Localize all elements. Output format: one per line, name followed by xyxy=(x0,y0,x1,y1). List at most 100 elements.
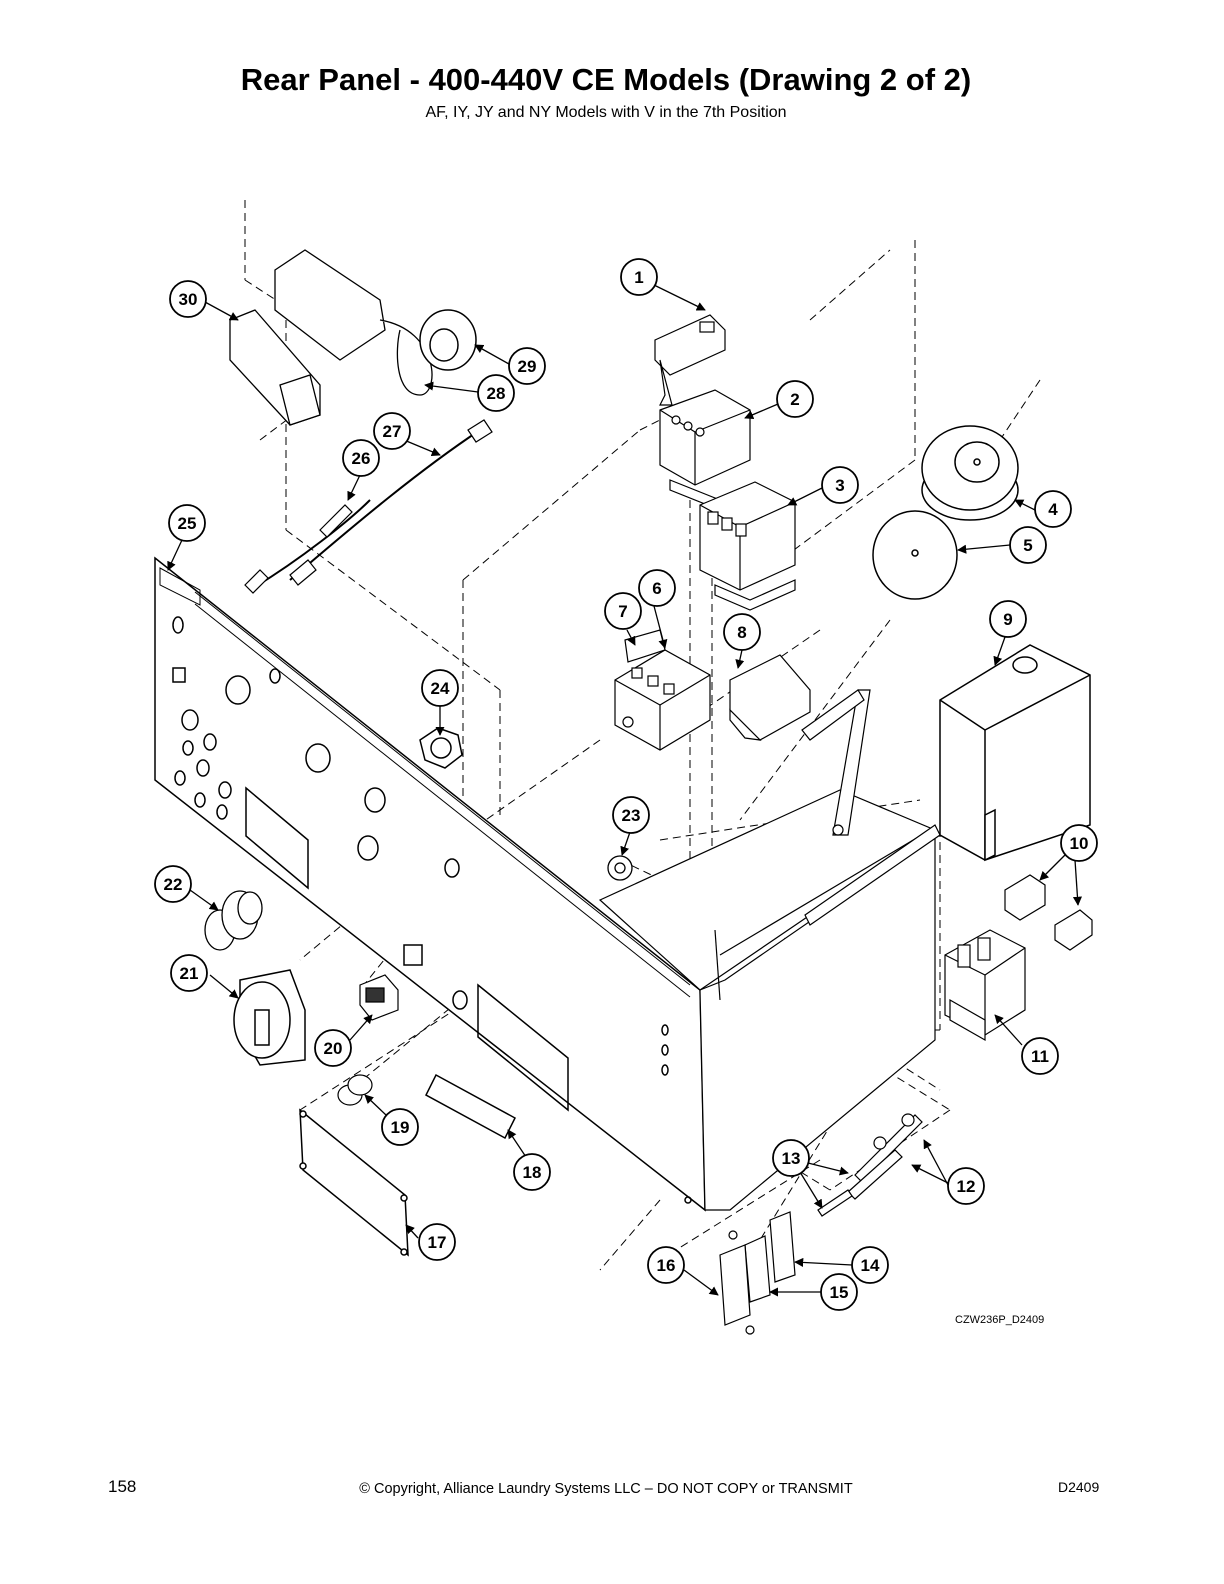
callout-label: 15 xyxy=(830,1283,849,1302)
copyright-notice: © Copyright, Alliance Laundry Systems LL… xyxy=(359,1481,853,1497)
callout-label: 12 xyxy=(957,1177,976,1196)
callout-18: 18 xyxy=(513,1153,551,1191)
callout-circle xyxy=(947,1167,985,1205)
callout-circle xyxy=(418,1223,456,1261)
callout-4: 4 xyxy=(1034,490,1072,528)
bracket-arm xyxy=(801,689,871,836)
callout-6: 6 xyxy=(638,569,676,607)
callout-label: 3 xyxy=(835,476,844,495)
callout-leaders xyxy=(167,284,1082,1297)
callout-label: 29 xyxy=(518,357,537,376)
gland-part-19 xyxy=(337,1074,373,1106)
callout-circle xyxy=(1009,526,1047,564)
callout-5: 5 xyxy=(1009,526,1047,564)
callout-23: 23 xyxy=(612,796,650,834)
callout-circle xyxy=(723,613,761,651)
callout-17: 17 xyxy=(418,1223,456,1261)
base-tray xyxy=(598,789,941,1211)
callout-25: 25 xyxy=(168,504,206,542)
callout-10: 10 xyxy=(1060,824,1098,862)
callout-label: 2 xyxy=(790,390,799,409)
contactor-part-3 xyxy=(699,481,796,611)
enclosure-part-9 xyxy=(939,644,1091,862)
callout-label: 13 xyxy=(782,1149,801,1168)
callout-13: 13 xyxy=(772,1139,810,1177)
callout-circle xyxy=(604,592,642,630)
callout-27: 27 xyxy=(373,412,411,450)
rocker-switch-part-20 xyxy=(359,974,399,1021)
callout-label: 11 xyxy=(1031,1047,1049,1066)
callout-label: 6 xyxy=(652,579,661,598)
callout-1: 1 xyxy=(620,258,658,296)
callout-28: 28 xyxy=(477,374,515,412)
callout-label: 23 xyxy=(622,806,641,825)
breaker-part-11 xyxy=(944,929,1026,1042)
callout-circle xyxy=(821,466,859,504)
cord-grip-part-22 xyxy=(204,890,263,951)
callout-label: 30 xyxy=(179,290,198,309)
fuse-part-12-13 xyxy=(817,1113,923,1217)
callout-label: 21 xyxy=(180,964,199,983)
callout-circle xyxy=(820,1273,858,1311)
page-title: Rear Panel - 400-440V CE Models (Drawing… xyxy=(240,62,972,97)
rear-panel-part-25 xyxy=(154,556,706,1212)
callout-label: 17 xyxy=(428,1233,447,1252)
callout-circle xyxy=(477,374,515,412)
callout-circle xyxy=(373,412,411,450)
callout-label: 28 xyxy=(487,384,506,403)
fuse-holder-part-14-16 xyxy=(719,1211,796,1335)
callout-circle xyxy=(612,796,650,834)
callout-circle xyxy=(169,280,207,318)
document-code: D2409 xyxy=(1058,1479,1100,1495)
callout-label: 25 xyxy=(178,514,197,533)
callout-label: 22 xyxy=(164,875,183,894)
terminal-block-part-30 xyxy=(229,309,321,426)
callout-circle xyxy=(508,347,546,385)
drawing-code: CZW236P_D2409 xyxy=(955,1314,1045,1326)
callout-8: 8 xyxy=(723,613,761,651)
callout-12: 12 xyxy=(947,1167,985,1205)
callout-circle xyxy=(170,954,208,992)
callout-circle xyxy=(647,1246,685,1284)
callout-circle xyxy=(620,258,658,296)
page-number: 158 xyxy=(108,1477,137,1496)
callout-9: 9 xyxy=(989,600,1027,638)
callout-26: 26 xyxy=(342,439,380,477)
callout-24: 24 xyxy=(421,669,459,707)
callout-circle xyxy=(168,504,206,542)
clip-part-10 xyxy=(1004,874,1093,951)
callout-20: 20 xyxy=(314,1029,352,1067)
callout-circle xyxy=(342,439,380,477)
callout-label: 20 xyxy=(324,1039,343,1058)
callout-label: 1 xyxy=(634,268,643,287)
disc-part-5 xyxy=(872,510,958,600)
callout-15: 15 xyxy=(820,1273,858,1311)
callout-circle xyxy=(1060,824,1098,862)
switch-block-part-6-7 xyxy=(614,629,711,751)
callout-circle xyxy=(638,569,676,607)
callout-circle xyxy=(989,600,1027,638)
contactor-part-2 xyxy=(659,389,751,511)
callout-circle xyxy=(421,669,459,707)
callout-circle xyxy=(381,1108,419,1146)
callout-circle xyxy=(776,380,814,418)
callout-21: 21 xyxy=(170,954,208,992)
callout-label: 24 xyxy=(431,679,450,698)
callout-2: 2 xyxy=(776,380,814,418)
callout-circle xyxy=(851,1246,889,1284)
cover-plate-part-17 xyxy=(299,1108,409,1257)
callout-label: 27 xyxy=(383,422,402,441)
callout-22: 22 xyxy=(154,865,192,903)
cap-part-4 xyxy=(921,425,1019,521)
callout-circle xyxy=(1034,490,1072,528)
callout-circle xyxy=(1021,1037,1059,1075)
harness-part-26-27 xyxy=(244,419,493,594)
rotary-switch-part-21 xyxy=(233,969,306,1066)
relay-socket-part-1 xyxy=(654,314,726,406)
callout-label: 18 xyxy=(523,1163,542,1182)
callout-30: 30 xyxy=(169,280,207,318)
page-subtitle: AF, IY, JY and NY Models with V in the 7… xyxy=(425,104,787,121)
bracket-part-28 xyxy=(274,249,433,396)
nut-part-24 xyxy=(419,727,463,769)
cover-part-8 xyxy=(729,654,811,741)
